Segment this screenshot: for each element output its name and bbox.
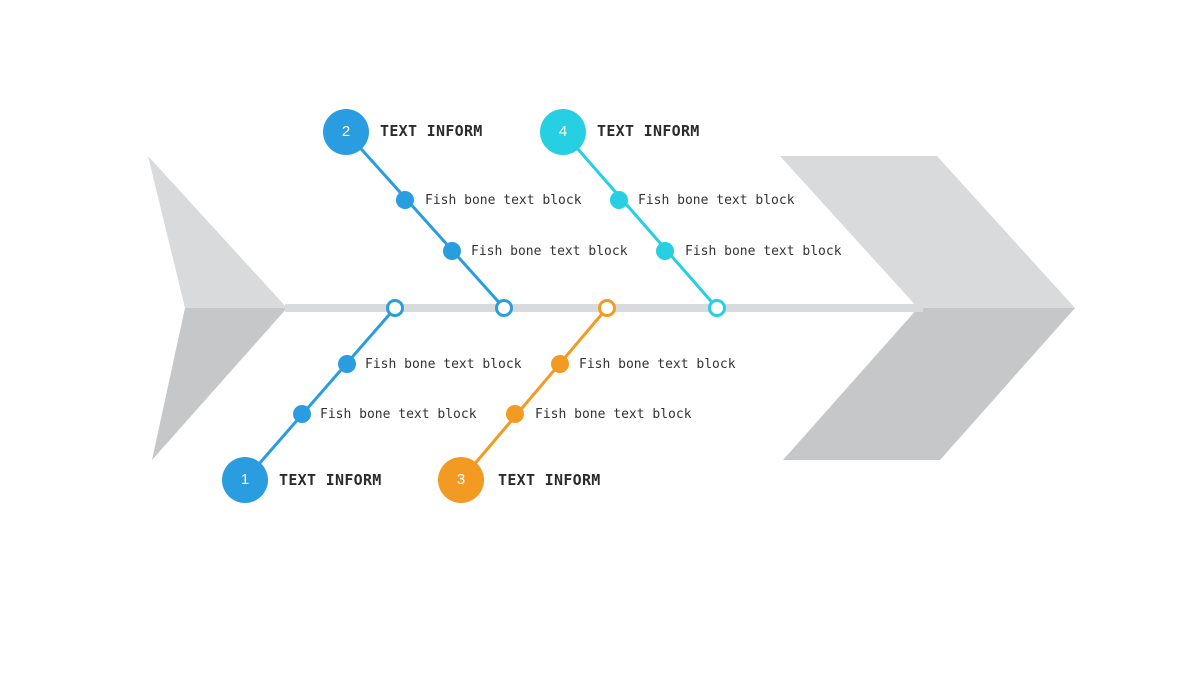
branch-1-number-badge	[222, 457, 268, 503]
branch-3-bone	[438, 299, 616, 503]
branch-3-item-2: Fish bone text block	[535, 407, 692, 422]
branch-1-node-1	[338, 355, 356, 373]
branch-4-node-1	[610, 191, 628, 209]
branch-2-item-2: Fish bone text block	[471, 244, 628, 259]
branch-2-number-badge	[323, 109, 369, 155]
branch-2-item-1: Fish bone text block	[425, 193, 582, 208]
branch-4-item-2: Fish bone text block	[685, 244, 842, 259]
branch-2-node-2	[443, 242, 461, 260]
branch-1-bone	[222, 299, 404, 503]
branch-3-title: TEXT INFORM	[498, 471, 601, 489]
fish-tail-lower	[152, 308, 287, 460]
branch-4-spine-joint	[708, 299, 726, 317]
branch-4-bone	[540, 109, 726, 317]
branch-3-number: 3	[456, 471, 466, 488]
branch-1-number: 1	[240, 471, 250, 488]
branch-3-node-2	[506, 405, 524, 423]
branch-1-spine-joint	[386, 299, 404, 317]
branch-1-item-1: Fish bone text block	[365, 357, 522, 372]
branch-3-node-1	[551, 355, 569, 373]
branch-1-item-2: Fish bone text block	[320, 407, 477, 422]
branch-3-spine-joint	[598, 299, 616, 317]
branch-2-bone	[323, 109, 513, 317]
fish-head-upper	[780, 156, 1075, 308]
branch-4-title: TEXT INFORM	[597, 122, 700, 140]
branch-4-node-2	[656, 242, 674, 260]
branch-1-node-2	[293, 405, 311, 423]
fish-head-lower	[783, 308, 1075, 460]
fish-tail-upper	[148, 156, 287, 308]
branch-3-item-1: Fish bone text block	[579, 357, 736, 372]
branch-4-number-badge	[540, 109, 586, 155]
branch-4-number: 4	[558, 123, 568, 140]
branch-2-node-1	[396, 191, 414, 209]
branch-1-title: TEXT INFORM	[279, 471, 382, 489]
branch-4-item-1: Fish bone text block	[638, 193, 795, 208]
branch-2-number: 2	[341, 123, 351, 140]
branch-3-number-badge	[438, 457, 484, 503]
branch-2-spine-joint	[495, 299, 513, 317]
branch-2-title: TEXT INFORM	[380, 122, 483, 140]
